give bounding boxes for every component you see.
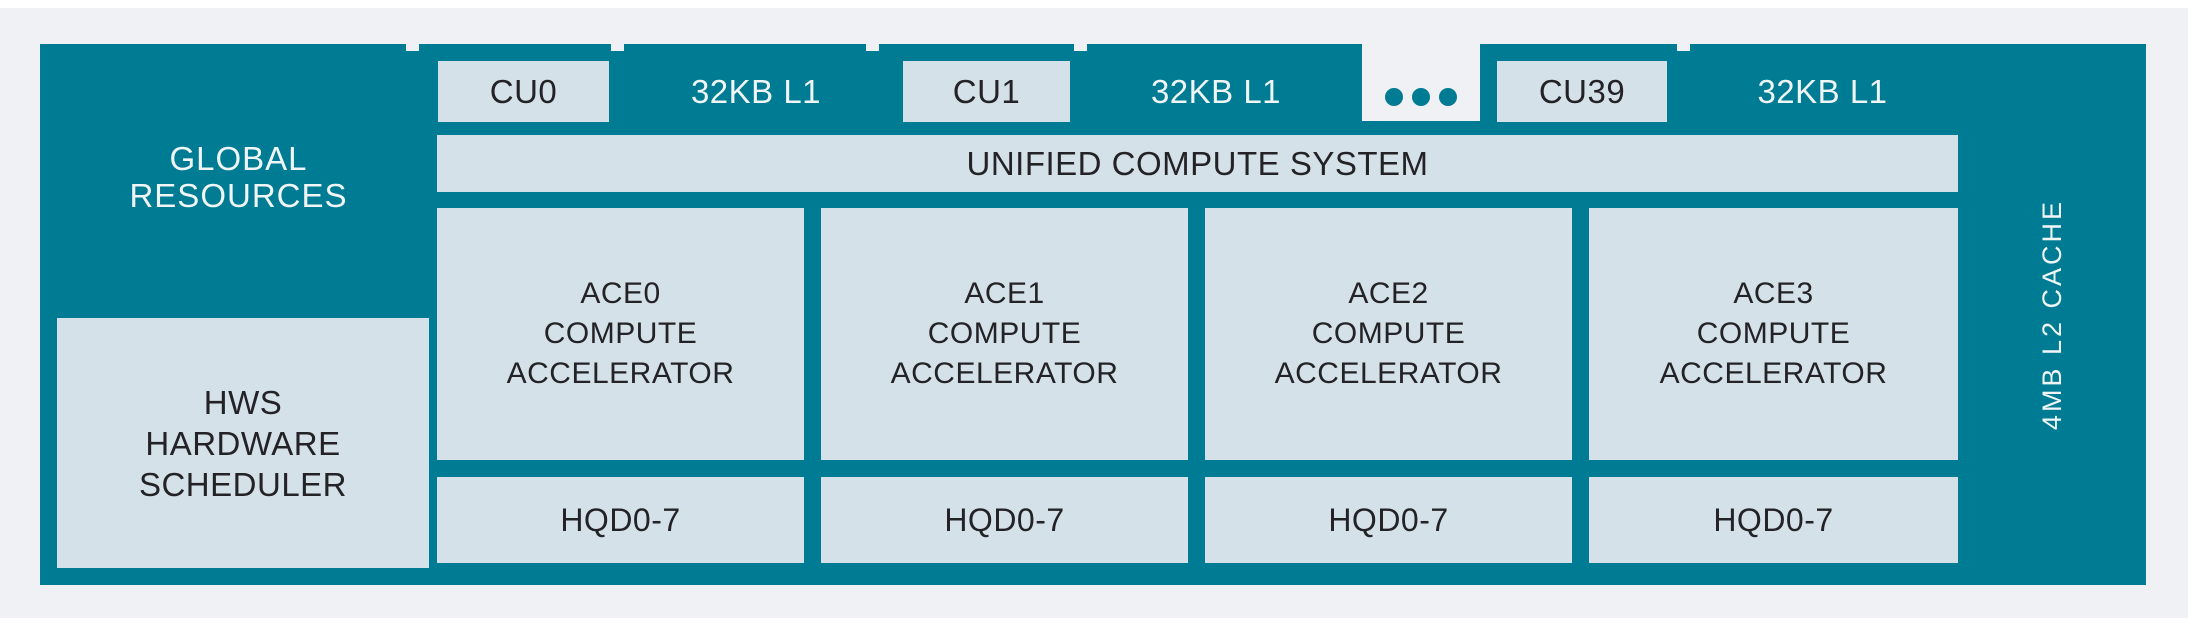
- ellipsis-dot: [1385, 88, 1403, 106]
- hqd-box-0: HQD0-7: [437, 477, 804, 563]
- ace2-box: ACE2 COMPUTE ACCELERATOR: [1205, 208, 1572, 460]
- global-resources-line1: GLOBAL: [169, 140, 308, 177]
- ellipsis-dot: [1439, 88, 1457, 106]
- l2-cache-label: 4MB L2 CACHE: [2036, 198, 2067, 431]
- l1-cache-text-2: 32KB L1: [1757, 72, 1888, 110]
- gpu-diagram-container: GLOBAL RESOURCES HWS HARDWARE SCHEDULER …: [40, 44, 2146, 585]
- l1-cache-text-0: 32KB L1: [690, 72, 822, 110]
- cu39-label: CU39: [1538, 72, 1626, 110]
- hqd-label-1: HQD0-7: [944, 501, 1065, 538]
- global-resources-label: GLOBAL RESOURCES: [40, 140, 437, 214]
- ace1-name: ACE1: [964, 277, 1045, 310]
- top-segment-gap: [406, 44, 419, 51]
- cu1-label: CU1: [952, 72, 1021, 110]
- more-cus-ellipsis: [1362, 44, 1480, 121]
- ace1-line2: COMPUTE: [927, 317, 1082, 350]
- l1-cache-label-1: 32KB L1: [1070, 61, 1362, 122]
- ace0-line2: COMPUTE: [543, 317, 698, 350]
- ace3-line3: ACCELERATOR: [1659, 357, 1888, 390]
- hws-label-line3: SCHEDULER: [138, 465, 348, 503]
- l1-cache-label-2: 32KB L1: [1667, 61, 1978, 122]
- l1-cache-label-0: 32KB L1: [609, 61, 903, 122]
- top-segment-gap: [1074, 44, 1087, 51]
- ace3-name: ACE3: [1733, 277, 1814, 310]
- l1-cache-text-1: 32KB L1: [1150, 72, 1282, 110]
- cu0-box: CU0: [438, 61, 609, 122]
- top-segment-gap: [866, 44, 879, 51]
- ellipsis-dot: [1412, 88, 1430, 106]
- hqd-label-2: HQD0-7: [1328, 501, 1449, 538]
- ace0-box: ACE0 COMPUTE ACCELERATOR: [437, 208, 804, 460]
- unified-compute-system-bar: UNIFIED COMPUTE SYSTEM: [437, 135, 1958, 192]
- ace0-line3: ACCELERATOR: [506, 357, 735, 390]
- ace1-box: ACE1 COMPUTE ACCELERATOR: [821, 208, 1188, 460]
- hqd-box-2: HQD0-7: [1205, 477, 1572, 563]
- global-resources-line2: RESOURCES: [129, 177, 348, 214]
- hws-label-line1: HWS: [203, 383, 283, 421]
- ace0-name: ACE0: [580, 277, 661, 310]
- l2-cache-column: 4MB L2 CACHE: [1958, 44, 2146, 585]
- ace3-box: ACE3 COMPUTE ACCELERATOR: [1589, 208, 1958, 460]
- top-segment-gap: [1677, 44, 1690, 51]
- ace2-line3: ACCELERATOR: [1274, 357, 1503, 390]
- ace1-line3: ACCELERATOR: [890, 357, 1119, 390]
- top-segment-gap: [611, 44, 624, 51]
- hws-label-line2: HARDWARE: [145, 424, 341, 462]
- ace3-line2: COMPUTE: [1696, 317, 1851, 350]
- hws-hardware-scheduler-box: HWS HARDWARE SCHEDULER: [57, 318, 429, 568]
- ace2-line2: COMPUTE: [1311, 317, 1466, 350]
- cu39-box: CU39: [1497, 61, 1667, 122]
- cu1-box: CU1: [903, 61, 1070, 122]
- hqd-box-3: HQD0-7: [1589, 477, 1958, 563]
- unified-compute-system-label: UNIFIED COMPUTE SYSTEM: [966, 144, 1429, 182]
- ace2-name: ACE2: [1348, 277, 1429, 310]
- hqd-label-0: HQD0-7: [560, 501, 681, 538]
- hqd-label-3: HQD0-7: [1713, 501, 1834, 538]
- cu0-label: CU0: [489, 72, 558, 110]
- hqd-box-1: HQD0-7: [821, 477, 1188, 563]
